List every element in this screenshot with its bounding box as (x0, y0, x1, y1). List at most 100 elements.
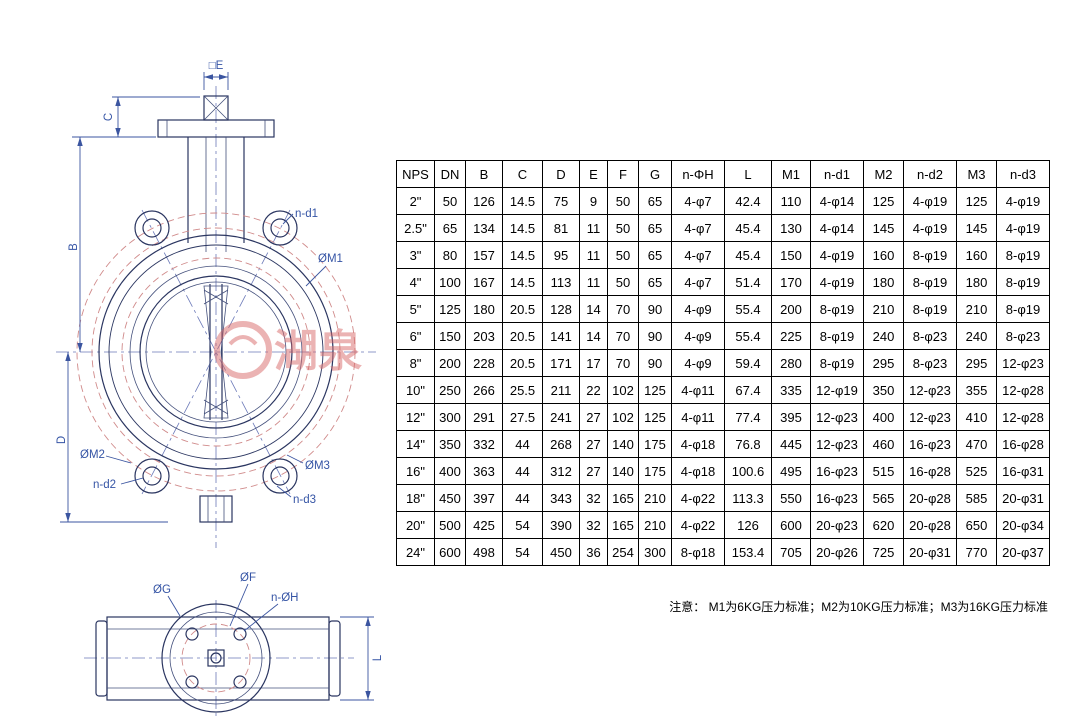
table-cell: 42.4 (724, 187, 772, 215)
bolt-hole (233, 627, 247, 641)
top-flange (157, 119, 275, 138)
table-cell: 175 (638, 430, 672, 458)
table-cell: 4-φ9 (671, 295, 725, 323)
column-header: E (579, 160, 608, 188)
table-cell: 8-φ19 (996, 268, 1050, 296)
table-cell: 8-φ19 (903, 295, 957, 323)
table-cell: 515 (863, 457, 904, 485)
table-cell: 70 (607, 349, 639, 377)
table-cell: 600 (434, 538, 466, 566)
table-cell: 4-φ22 (671, 484, 725, 512)
table-cell: 425 (465, 511, 503, 539)
table-cell: 55.4 (724, 295, 772, 323)
table-cell: 126 (465, 187, 503, 215)
table-cell: 4-φ19 (903, 187, 957, 215)
table-cell: 102 (607, 376, 639, 404)
table-cell: 343 (542, 484, 580, 512)
table-cell: 200 (434, 349, 466, 377)
column-header: C (502, 160, 543, 188)
table-cell: 67.4 (724, 376, 772, 404)
table-cell: 400 (863, 403, 904, 431)
table-cell: 20-φ28 (903, 484, 957, 512)
table-cell: 550 (771, 484, 811, 512)
table-cell: 130 (771, 214, 811, 242)
table-cell: 470 (956, 430, 997, 458)
table-cell: 27 (579, 457, 608, 485)
table-cell: 165 (607, 511, 639, 539)
table-cell: 70 (607, 295, 639, 323)
table-cell: 125 (956, 187, 997, 215)
dim-label-e: □E (209, 60, 224, 72)
watermark-logo-swoosh (228, 335, 258, 346)
table-cell: 125 (638, 376, 672, 404)
column-header: n-d1 (810, 160, 864, 188)
table-cell: 3" (396, 241, 435, 269)
bolt-hole (233, 675, 247, 689)
lug-bottom-left (134, 458, 170, 494)
table-cell: 211 (542, 376, 580, 404)
table-cell: 110 (771, 187, 811, 215)
table-cell: 4-φ11 (671, 403, 725, 431)
table-cell: 45.4 (724, 241, 772, 269)
table-cell: 80 (434, 241, 466, 269)
valve-neck (187, 137, 245, 252)
table-cell: 180 (465, 295, 503, 323)
table-cell: 20" (396, 511, 435, 539)
table-cell: 4-φ9 (671, 349, 725, 377)
table-cell: 27.5 (502, 403, 543, 431)
table-cell: 113 (542, 268, 580, 296)
table-cell: 280 (771, 349, 811, 377)
dim-label-c: C (103, 113, 115, 121)
watermark-logo-icon (214, 321, 272, 379)
table-cell: 600 (771, 511, 811, 539)
table-cell: 65 (638, 268, 672, 296)
table-cell: 134 (465, 214, 503, 242)
table-cell: 525 (956, 457, 997, 485)
table-cell: 10" (396, 376, 435, 404)
table-cell: 12-φ23 (996, 349, 1050, 377)
table-cell: 65 (638, 214, 672, 242)
front-callouts: n-d1 ØM1 ØM2 n-d2 ØM3 n-d3 (80, 208, 343, 506)
table-cell: 5" (396, 295, 435, 323)
front-view (56, 86, 376, 548)
lug-top-right (262, 210, 298, 246)
lug-bottom-right (262, 458, 298, 494)
column-header: B (465, 160, 503, 188)
table-cell: 6" (396, 322, 435, 350)
column-header: M1 (771, 160, 811, 188)
callout-m1: ØM1 (318, 253, 343, 265)
bottom-boss (199, 495, 233, 523)
table-cell: 153.4 (724, 538, 772, 566)
table-cell: 240 (956, 322, 997, 350)
bottom-bolt-circle (181, 623, 251, 693)
stem-square-bottom (207, 649, 225, 667)
callout-m3: ØM3 (305, 460, 330, 472)
table-cell: 22 (579, 376, 608, 404)
table-cell: 65 (638, 187, 672, 215)
table-cell: 4-φ7 (671, 268, 725, 296)
table-cell: 14.5 (502, 187, 543, 215)
table-cell: 4" (396, 268, 435, 296)
table-cell: 90 (638, 295, 672, 323)
column-header: F (607, 160, 639, 188)
table-cell: 171 (542, 349, 580, 377)
table-cell: 8-φ19 (810, 322, 864, 350)
table-cell: 8-φ23 (903, 349, 957, 377)
table-cell: 355 (956, 376, 997, 404)
table-cell: 400 (434, 457, 466, 485)
table-cell: 4-φ22 (671, 511, 725, 539)
table-cell: 27 (579, 430, 608, 458)
lug-top-left (134, 210, 170, 246)
table-cell: 20-φ31 (903, 538, 957, 566)
table-cell: 44 (502, 430, 543, 458)
table-cell: 140 (607, 430, 639, 458)
table-cell: 8-φ19 (810, 349, 864, 377)
table-cell: 125 (863, 187, 904, 215)
table-cell: 725 (863, 538, 904, 566)
